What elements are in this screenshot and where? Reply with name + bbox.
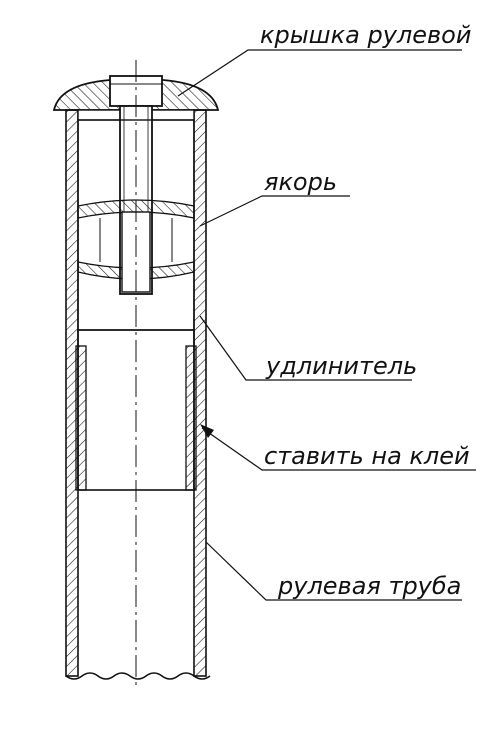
label-tube: рулевая труба <box>277 572 461 600</box>
extender <box>75 329 197 491</box>
leader-lines <box>177 49 476 601</box>
label-glue: ставить на клей <box>264 442 470 470</box>
glue-arrow <box>200 424 214 438</box>
label-extender: удлинитель <box>265 352 417 380</box>
label-cap: крышка рулевой <box>260 21 471 49</box>
label-anchor: якорь <box>264 168 337 196</box>
